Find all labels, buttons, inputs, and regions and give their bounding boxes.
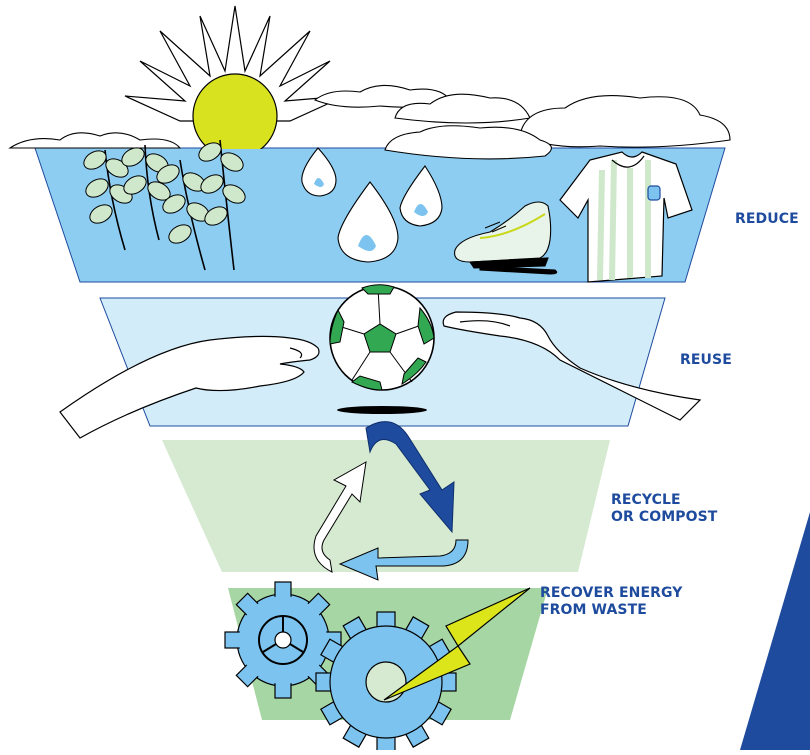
hand-icon: [442, 311, 702, 421]
soccer-ball-icon: [329, 284, 435, 414]
gear-icon: [224, 581, 342, 699]
hand-icon: [59, 335, 320, 439]
recycle-arrows-icon: [313, 421, 469, 581]
tier-label-recover: RECOVER ENERGY FROM WASTE: [540, 585, 683, 618]
gear-icon: [315, 611, 457, 753]
cloud-icon: [313, 84, 451, 108]
cloud-icon: [519, 95, 731, 148]
tier-label-reduce: REDUCE: [735, 211, 799, 227]
recycle-arrow-light: [338, 539, 469, 581]
cloud-icon: [394, 93, 531, 124]
cloud-icon: [8, 132, 182, 149]
jersey-icon: [559, 151, 693, 283]
accent-band: [740, 512, 810, 750]
sun-icon: [124, 5, 346, 159]
water-drop-icon: [399, 165, 443, 227]
water-drop-icon: [301, 147, 337, 197]
tier-recycle-band: [162, 440, 610, 572]
leaf-branch-icon: [83, 139, 246, 271]
recycle-arrow-white: [313, 461, 367, 573]
water-drop-icon: [337, 181, 399, 263]
tier-label-recycle: RECYCLE OR COMPOST: [611, 492, 718, 525]
cloud-icon: [384, 125, 552, 160]
recycle-arrow-dark: [365, 421, 455, 534]
lightning-bolt-icon: [383, 587, 531, 701]
football-boot-icon: [454, 201, 558, 275]
tier-label-reuse: REUSE: [680, 352, 732, 368]
